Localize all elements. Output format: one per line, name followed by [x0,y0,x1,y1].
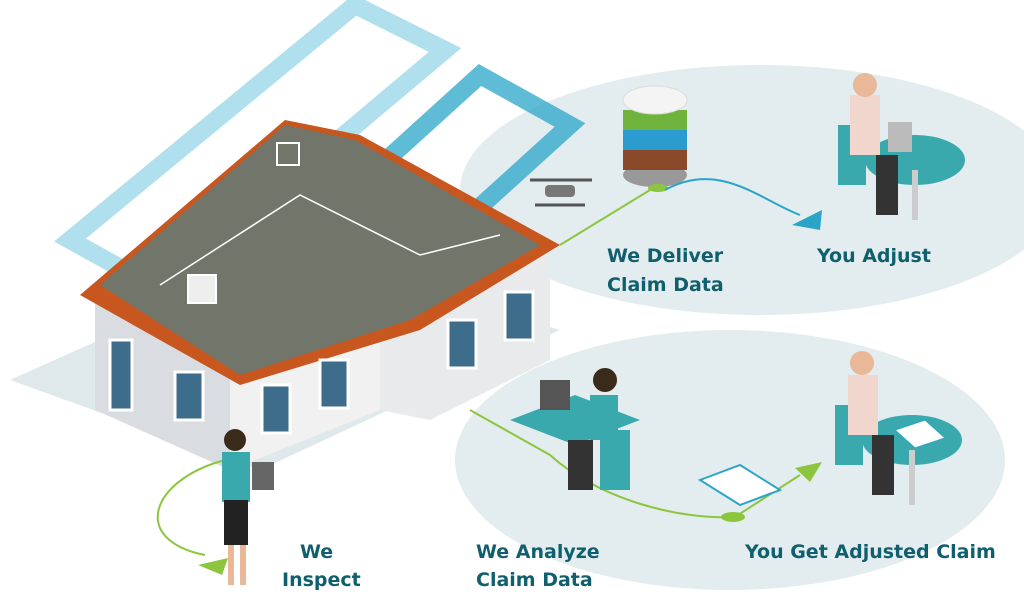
top-platform [460,65,1024,315]
step-inspect-label: Inspect [282,569,361,591]
flow-line-database-to-adjust [664,178,801,216]
flow-line-drone-to-database [559,189,651,246]
window [260,383,292,435]
step-adjusted-claim-label: You Get Adjusted Claim [744,541,996,563]
flow-arrow-icon [792,210,822,230]
step-analyze-label: We Analyze [476,541,600,563]
window [503,290,535,342]
step-deliver-label: We Deliver [607,245,724,267]
front-door [108,338,134,412]
scan-cube-icon [187,274,217,304]
step-adjust-label: You Adjust [816,245,931,267]
window [173,370,205,422]
claim-document-icon [697,463,783,507]
scan-cube-icon [276,142,300,166]
roof-scan-overlay [100,125,540,375]
analyst-at-desk [510,368,640,490]
drone-icon [530,178,592,207]
flow-arrow-icon [795,462,822,482]
flow-arrow-icon [198,558,228,575]
roof-ridge-lines [159,194,501,286]
step-inspect-label: We [300,541,333,563]
step-analyze-label: Claim Data [476,569,593,591]
step-deliver-label: Claim Data [607,274,724,296]
adjuster-with-claim [835,351,962,505]
flow-node [721,512,745,522]
flow-line-inspect [157,459,226,556]
inspector-with-tablet [222,429,274,585]
window [318,358,350,410]
window [446,318,478,370]
database-icon [622,85,688,192]
adjuster-at-table [838,73,965,220]
